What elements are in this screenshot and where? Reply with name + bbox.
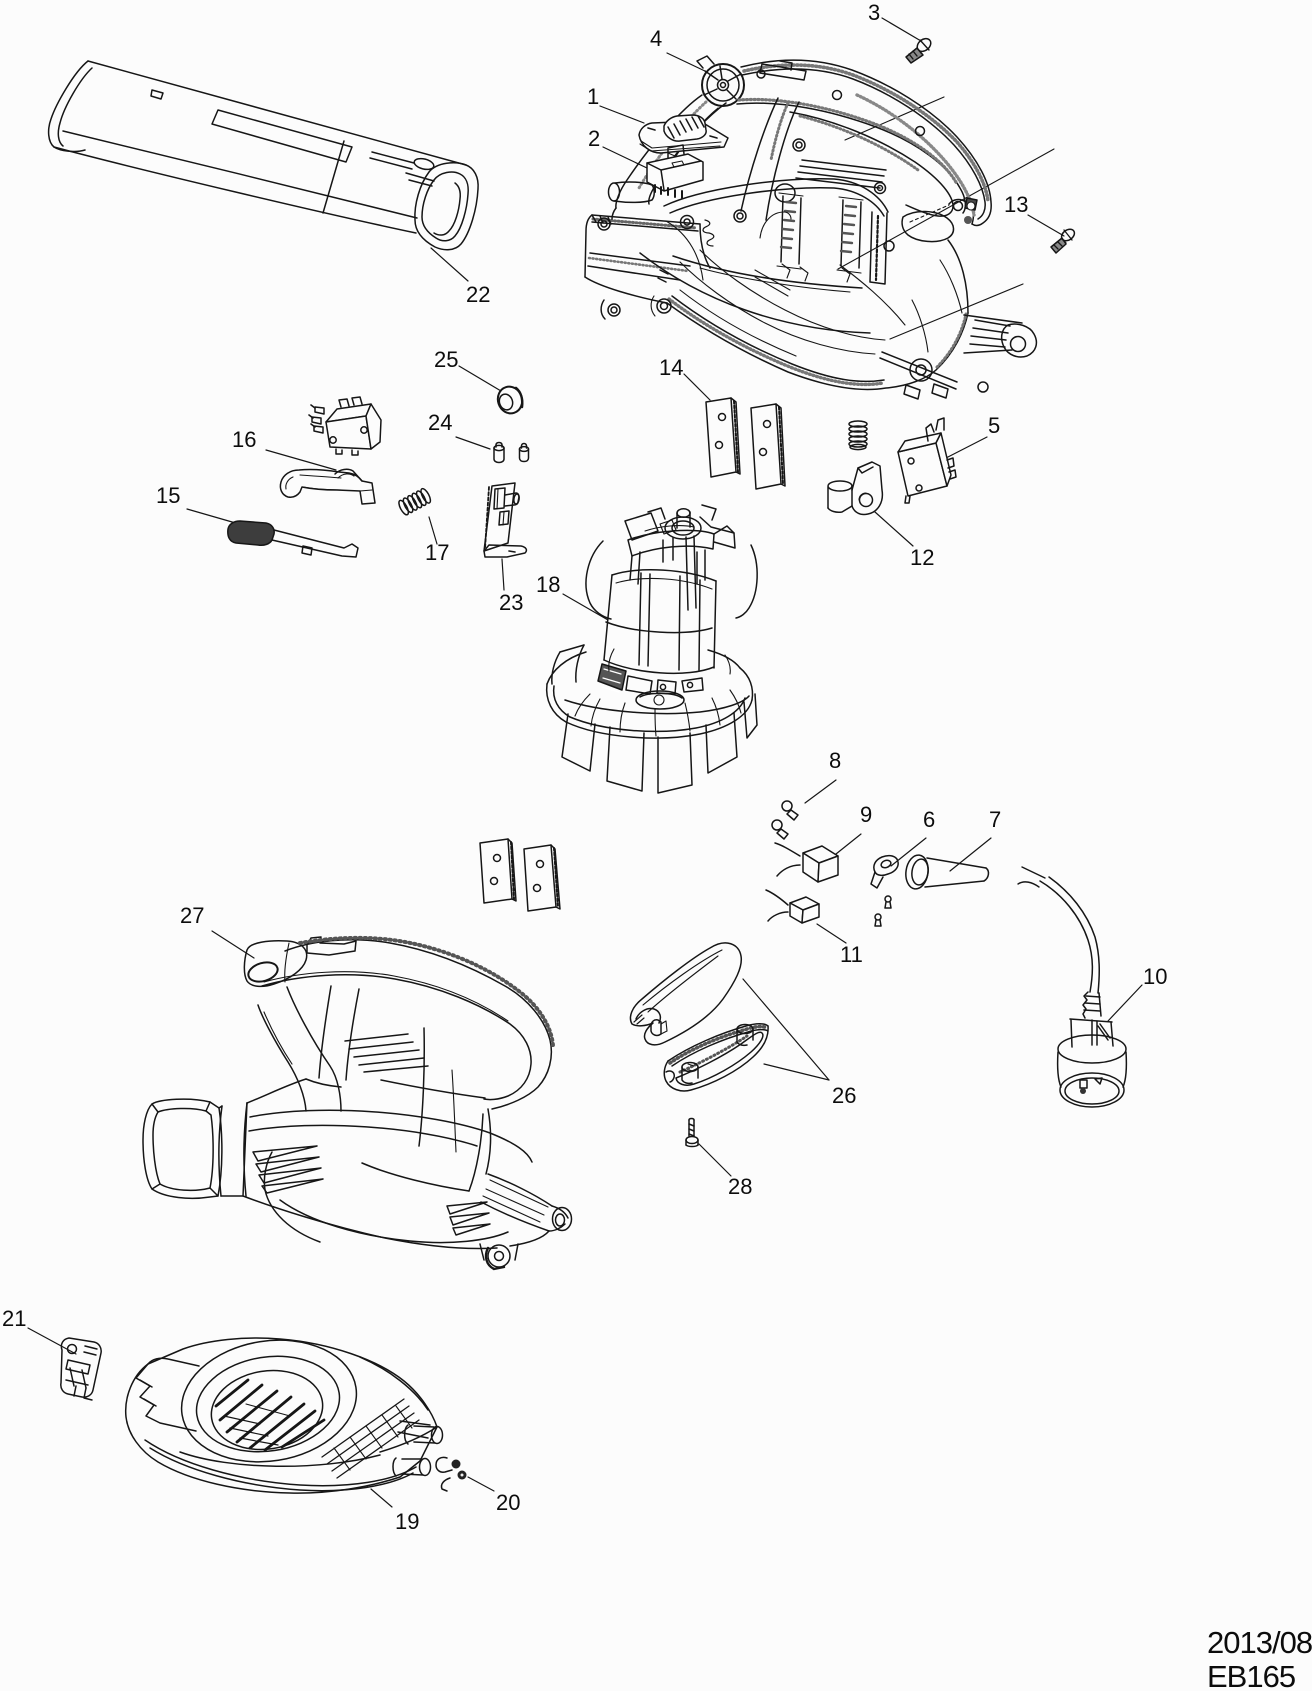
svg-text:3: 3 — [868, 0, 880, 25]
svg-text:13: 13 — [1004, 192, 1028, 217]
svg-text:10: 10 — [1143, 964, 1167, 989]
svg-text:20: 20 — [496, 1490, 520, 1515]
svg-text:2: 2 — [588, 126, 600, 151]
svg-text:23: 23 — [499, 590, 523, 615]
svg-text:17: 17 — [425, 540, 449, 565]
svg-text:12: 12 — [910, 545, 934, 570]
svg-text:27: 27 — [180, 903, 204, 928]
svg-text:5: 5 — [988, 413, 1000, 438]
svg-text:21: 21 — [2, 1306, 26, 1331]
svg-text:14: 14 — [659, 355, 683, 380]
svg-text:9: 9 — [860, 802, 872, 827]
svg-text:22: 22 — [466, 282, 490, 307]
svg-text:1: 1 — [587, 84, 599, 109]
svg-text:18: 18 — [536, 572, 560, 597]
svg-text:2013/08: 2013/08 — [1207, 1625, 1312, 1660]
svg-text:26: 26 — [832, 1083, 856, 1108]
svg-text:19: 19 — [395, 1509, 419, 1534]
svg-text:25: 25 — [434, 347, 458, 372]
svg-text:15: 15 — [156, 483, 180, 508]
svg-text:28: 28 — [728, 1174, 752, 1199]
svg-text:7: 7 — [989, 807, 1001, 832]
svg-text:8: 8 — [829, 748, 841, 773]
svg-text:24: 24 — [428, 410, 452, 435]
svg-text:11: 11 — [840, 942, 863, 967]
svg-text:6: 6 — [923, 807, 935, 832]
svg-text:4: 4 — [650, 26, 662, 51]
svg-text:EB165: EB165 — [1207, 1659, 1295, 1691]
svg-text:16: 16 — [232, 427, 256, 452]
